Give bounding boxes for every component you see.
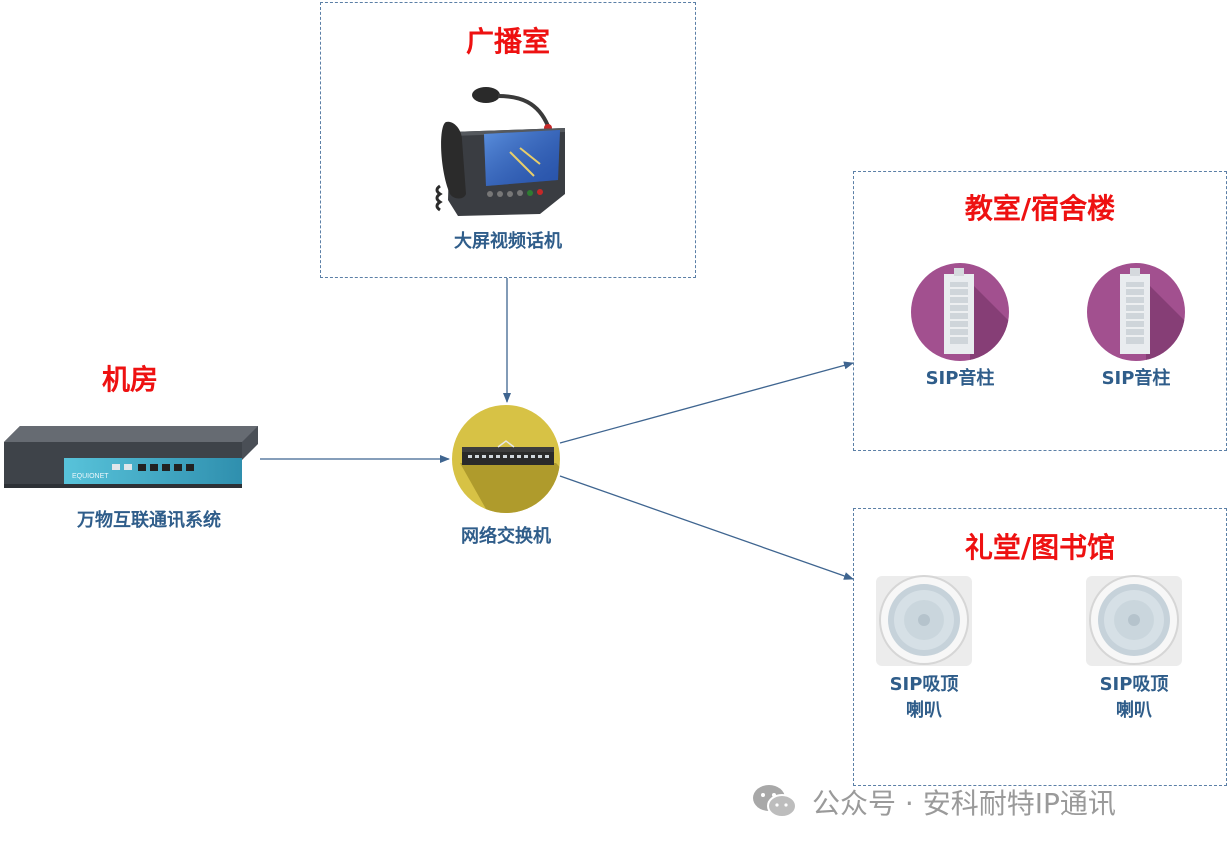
rack-brand-label: EQUIONET: [72, 473, 109, 480]
sip-column-label-2: SIP音柱: [1101, 368, 1171, 389]
rack-server-icon: EQUIONET: [4, 426, 258, 488]
watermark-text: 公众号 · 安科耐特IP通讯: [812, 787, 1116, 820]
video-phone-label: 大屏视频话机: [454, 231, 562, 252]
sip-column-speaker-icon-2: [1087, 263, 1185, 361]
sip-column-label-1: SIP音柱: [925, 368, 995, 389]
watermark: 公众号 · 安科耐特IP通讯: [752, 782, 1116, 822]
broadcast-room-box: [320, 2, 696, 278]
sip-ceiling-speaker-icon-2: [1086, 575, 1182, 666]
wechat-icon: [753, 785, 797, 818]
arrow-switch-to-classroom: [559, 361, 854, 444]
arrow-switch-to-hall: [559, 475, 854, 580]
iot-system-label: 万物互联通讯系统: [77, 510, 221, 531]
hall-title: 礼堂/图书馆: [964, 531, 1116, 564]
classroom-title: 教室/宿舍楼: [964, 192, 1116, 225]
classroom-box: [853, 171, 1227, 451]
sip-ceiling-speaker-icon-1: [876, 575, 972, 666]
sip-ceiling-label-2: SIP吸顶 喇叭: [1099, 674, 1169, 721]
sip-ceiling-label-1: SIP吸顶 喇叭: [889, 674, 959, 721]
switch-label: 网络交换机: [461, 526, 551, 547]
video-phone-icon: [435, 87, 565, 216]
broadcast-room-title: 广播室: [465, 25, 550, 58]
sip-column-speaker-icon-1: [911, 263, 1009, 361]
server-room-title: 机房: [101, 363, 158, 396]
hall-box: [853, 508, 1227, 786]
network-switch-icon: [452, 405, 560, 513]
